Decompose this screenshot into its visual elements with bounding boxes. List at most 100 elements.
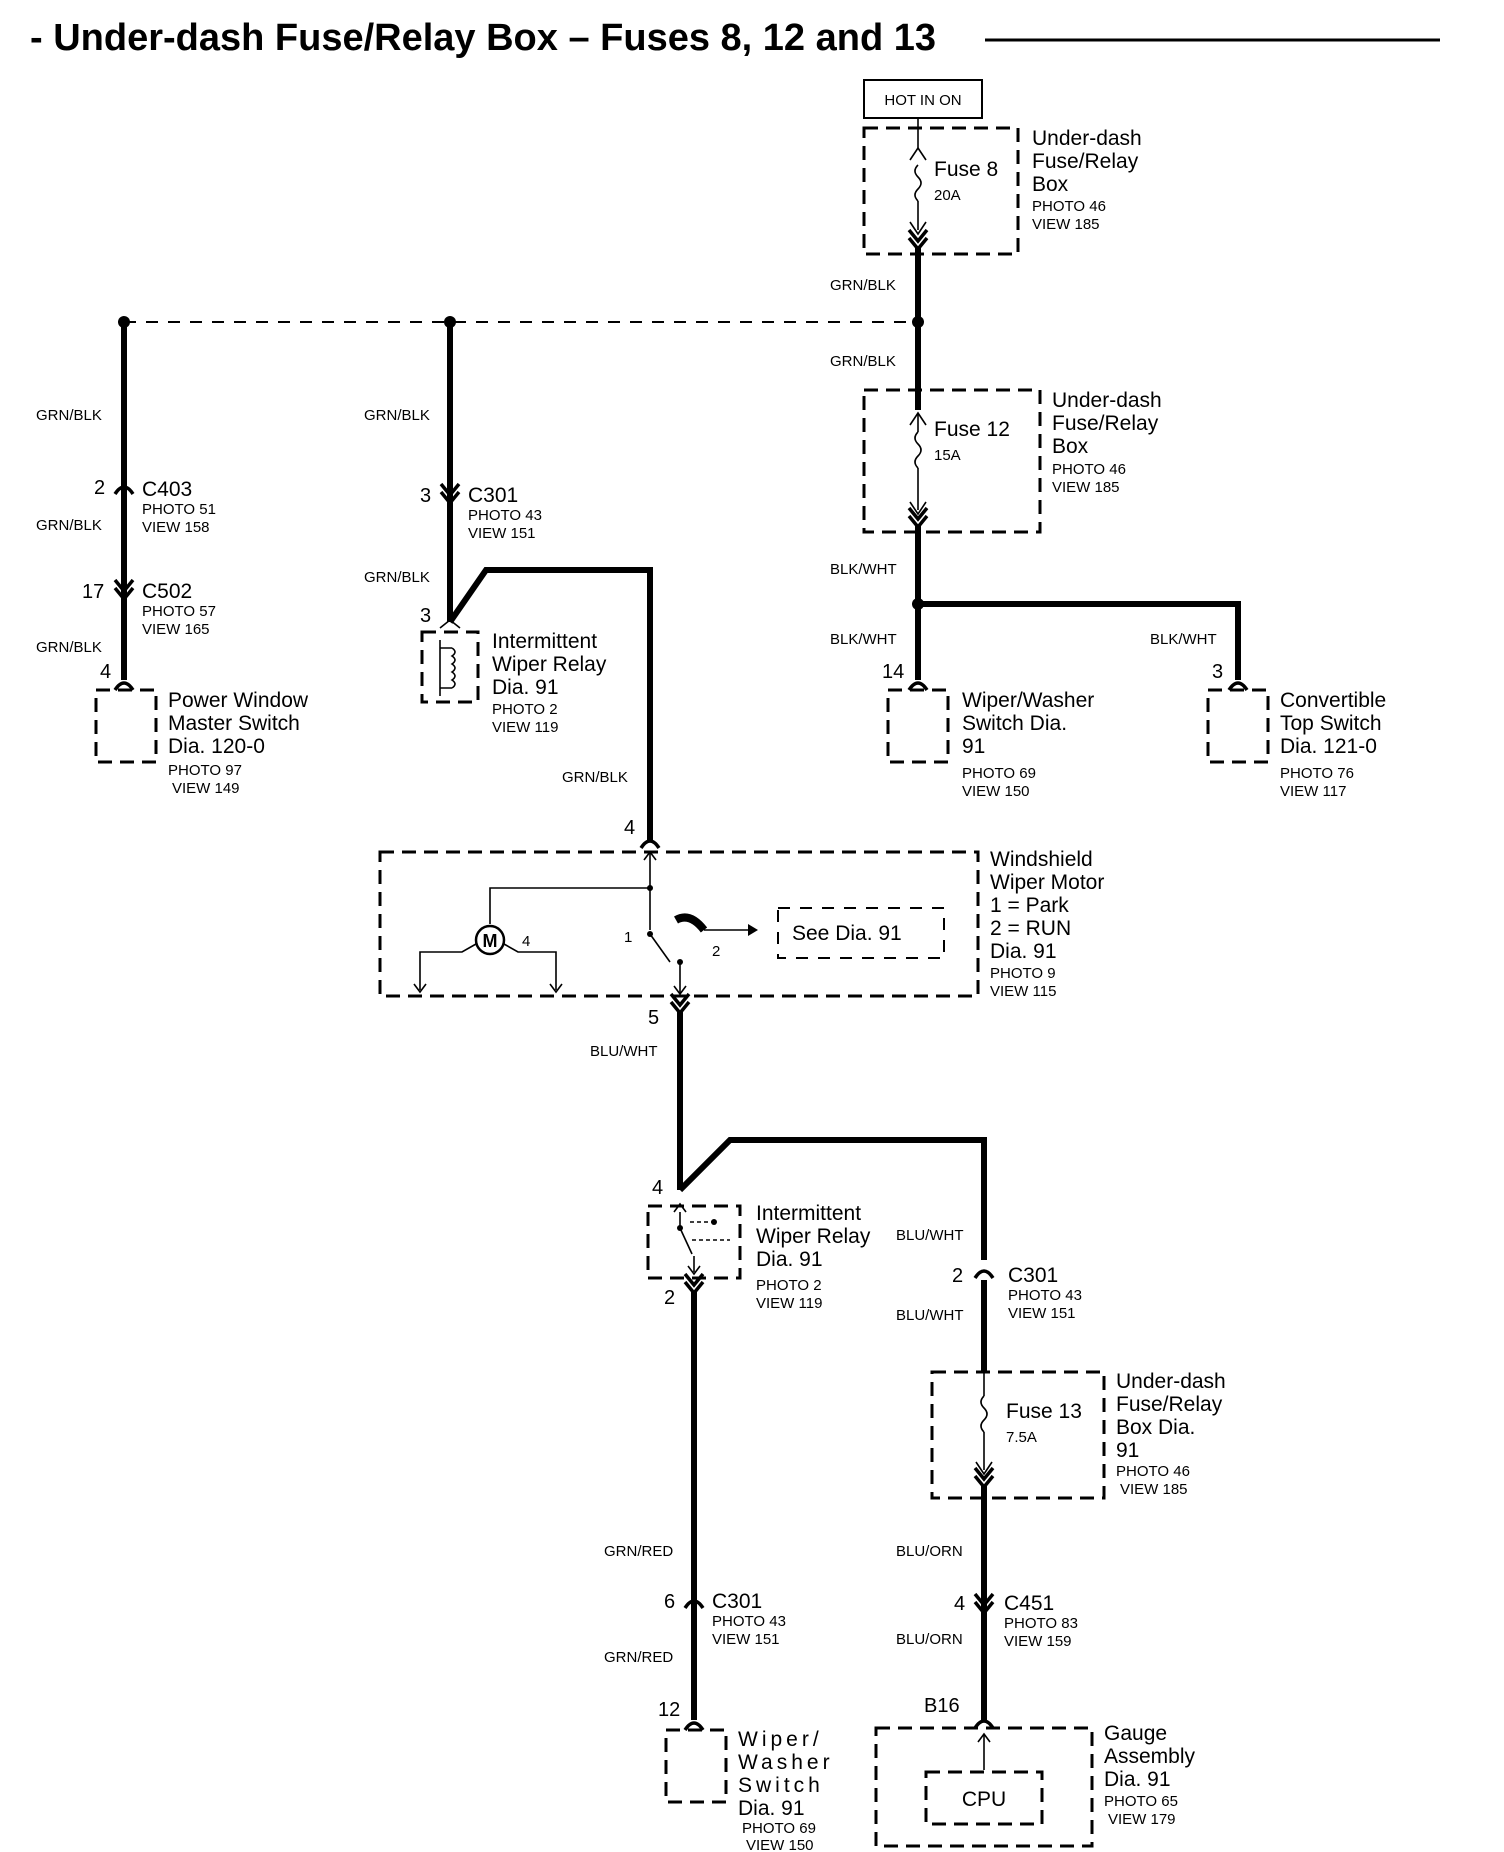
wire-relay-bot-to-c301	[677, 1137, 987, 1260]
svg-text:VIEW 185: VIEW 185	[1032, 216, 1100, 233]
svg-text:PHOTO 2: PHOTO 2	[492, 701, 558, 718]
fuse13-symbol	[980, 1395, 988, 1433]
svg-text:VIEW 117: VIEW 117	[1280, 783, 1346, 800]
svg-text:Fuse/Relay: Fuse/Relay	[1032, 150, 1139, 173]
gauge-assembly-box	[874, 1726, 1094, 1848]
svg-text:VIEW 149: VIEW 149	[172, 780, 240, 797]
svg-text:Master Switch: Master Switch	[168, 712, 300, 735]
relay-top-label: Intermittent	[492, 630, 597, 653]
svg-text:PHOTO 76: PHOTO 76	[1280, 765, 1354, 782]
fuse12-box-label: Under-dash	[1052, 389, 1162, 412]
svg-text:Assembly: Assembly	[1104, 1745, 1196, 1768]
svg-text:PHOTO 65: PHOTO 65	[1104, 1793, 1178, 1810]
svg-text:Dia. 121-0: Dia. 121-0	[1280, 735, 1377, 758]
fuse12-rating: 15A	[934, 447, 961, 464]
svg-text:VIEW 151: VIEW 151	[712, 1631, 780, 1648]
wire-label-blk-wht-3: BLK/WHT	[1150, 631, 1217, 648]
switch-pos-1: 1	[624, 929, 632, 946]
see-dia-box	[777, 907, 945, 959]
svg-text:PHOTO 57: PHOTO 57	[142, 603, 216, 620]
relay-bot-pin-in: 4	[652, 1177, 663, 1199]
svg-text:Wiper Relay: Wiper Relay	[492, 653, 607, 676]
svg-text:VIEW 150: VIEW 150	[962, 783, 1030, 800]
fuse12-symbol	[914, 431, 922, 469]
svg-text:Dia. 91: Dia. 91	[756, 1248, 823, 1271]
c403-pin: 2	[94, 477, 105, 499]
wiper-washer-bot-pin: 12	[658, 1699, 680, 1721]
c301-top-name: C301	[468, 484, 518, 507]
wire-label-blk-wht-1: BLK/WHT	[830, 561, 897, 578]
wiper-motor-pin-out: 5	[648, 1007, 659, 1029]
svg-text:91: 91	[962, 735, 985, 758]
splice-right	[912, 316, 924, 328]
wiper-washer-bot-label: Wiper/	[738, 1728, 823, 1751]
wiper-washer-switch-bot-box	[664, 1728, 728, 1804]
svg-text:Dia. 91: Dia. 91	[738, 1797, 805, 1820]
see-dia-91: See Dia. 91	[792, 922, 902, 945]
svg-text:PHOTO 51: PHOTO 51	[142, 501, 216, 518]
svg-text:PHOTO 46: PHOTO 46	[1032, 198, 1106, 215]
svg-text:Wiper Motor: Wiper Motor	[990, 871, 1104, 894]
relay-top-coil	[440, 647, 456, 689]
motor-letter: M	[483, 931, 498, 951]
svg-text:VIEW 158: VIEW 158	[142, 519, 210, 536]
svg-text:Fuse/Relay: Fuse/Relay	[1116, 1393, 1223, 1416]
svg-text:VIEW 165: VIEW 165	[142, 621, 210, 638]
c301-mid-pin: 2	[952, 1265, 963, 1287]
fuse8-box-label: Under-dash	[1032, 127, 1142, 150]
svg-text:VIEW 119: VIEW 119	[492, 719, 558, 736]
wire-label-grn-blk-3: GRN/BLK	[36, 407, 102, 424]
fuse8-box	[862, 126, 1020, 256]
svg-text:VIEW 179: VIEW 179	[1108, 1811, 1176, 1828]
c451-pin: 4	[954, 1593, 965, 1615]
svg-text:PHOTO 43: PHOTO 43	[712, 1613, 786, 1630]
wire-label-blu-orn-1: BLU/ORN	[896, 1543, 963, 1560]
c451-name: C451	[1004, 1592, 1054, 1615]
wire-label-grn-blk-5: GRN/BLK	[36, 639, 102, 656]
wiper-washer-switch-top-box	[886, 688, 950, 764]
wiper-motor-pin-in: 4	[624, 817, 635, 839]
svg-text:Box: Box	[1032, 173, 1069, 196]
wire-label-blu-wht-3: BLU/WHT	[896, 1307, 964, 1324]
svg-text:Box: Box	[1052, 435, 1089, 458]
fuse13-box-label: Under-dash	[1116, 1370, 1226, 1393]
svg-text:VIEW 119: VIEW 119	[756, 1295, 822, 1312]
svg-text:VIEW 115: VIEW 115	[990, 983, 1056, 1000]
svg-text:Top Switch: Top Switch	[1280, 712, 1382, 735]
wire-label-grn-blk-6: GRN/BLK	[364, 407, 430, 424]
svg-text:Switch: Switch	[738, 1774, 824, 1797]
svg-text:1 = Park: 1 = Park	[990, 894, 1069, 917]
wire-label-blk-wht-2: BLK/WHT	[830, 631, 897, 648]
c301-mid-mark	[973, 1269, 995, 1280]
c502-pin: 17	[82, 581, 104, 603]
svg-text:PHOTO 46: PHOTO 46	[1052, 461, 1126, 478]
fuse13-rating: 7.5A	[1006, 1429, 1037, 1446]
hot-in-on-label: HOT IN ON	[884, 92, 961, 109]
svg-text:PHOTO 97: PHOTO 97	[168, 762, 242, 779]
svg-text:Dia. 91: Dia. 91	[492, 676, 559, 699]
svg-text:VIEW 151: VIEW 151	[1008, 1305, 1076, 1322]
svg-text:VIEW 185: VIEW 185	[1120, 1481, 1188, 1498]
svg-text:PHOTO 43: PHOTO 43	[1008, 1287, 1082, 1304]
svg-text:VIEW 159: VIEW 159	[1004, 1633, 1072, 1650]
svg-text:Dia. 91: Dia. 91	[1104, 1768, 1171, 1791]
wire-label-blu-orn-2: BLU/ORN	[896, 1631, 963, 1648]
relay-bot-box	[646, 1204, 742, 1280]
wire-label-blu-wht-2: BLU/WHT	[896, 1227, 964, 1244]
power-window-label: Power Window	[168, 689, 309, 712]
c301-bot-pin: 6	[664, 1591, 675, 1613]
svg-text:PHOTO 43: PHOTO 43	[468, 507, 542, 524]
fuse13-terminal	[973, 1466, 995, 1489]
svg-text:PHOTO 2: PHOTO 2	[756, 1277, 822, 1294]
svg-text:Box Dia.: Box Dia.	[1116, 1416, 1195, 1439]
wire-label-grn-blk-7: GRN/BLK	[364, 569, 430, 586]
svg-text:2 = RUN: 2 = RUN	[990, 917, 1071, 940]
fuse12-terminal	[907, 506, 929, 529]
wiper-motor-box	[378, 850, 980, 998]
wire-label-grn-blk-8: GRN/BLK	[562, 769, 628, 786]
wire-label-grn-blk-2: GRN/BLK	[830, 353, 896, 370]
c301-mid-name: C301	[1008, 1264, 1058, 1287]
svg-text:91: 91	[1116, 1439, 1139, 1462]
fuse8-name: Fuse 8	[934, 158, 998, 181]
